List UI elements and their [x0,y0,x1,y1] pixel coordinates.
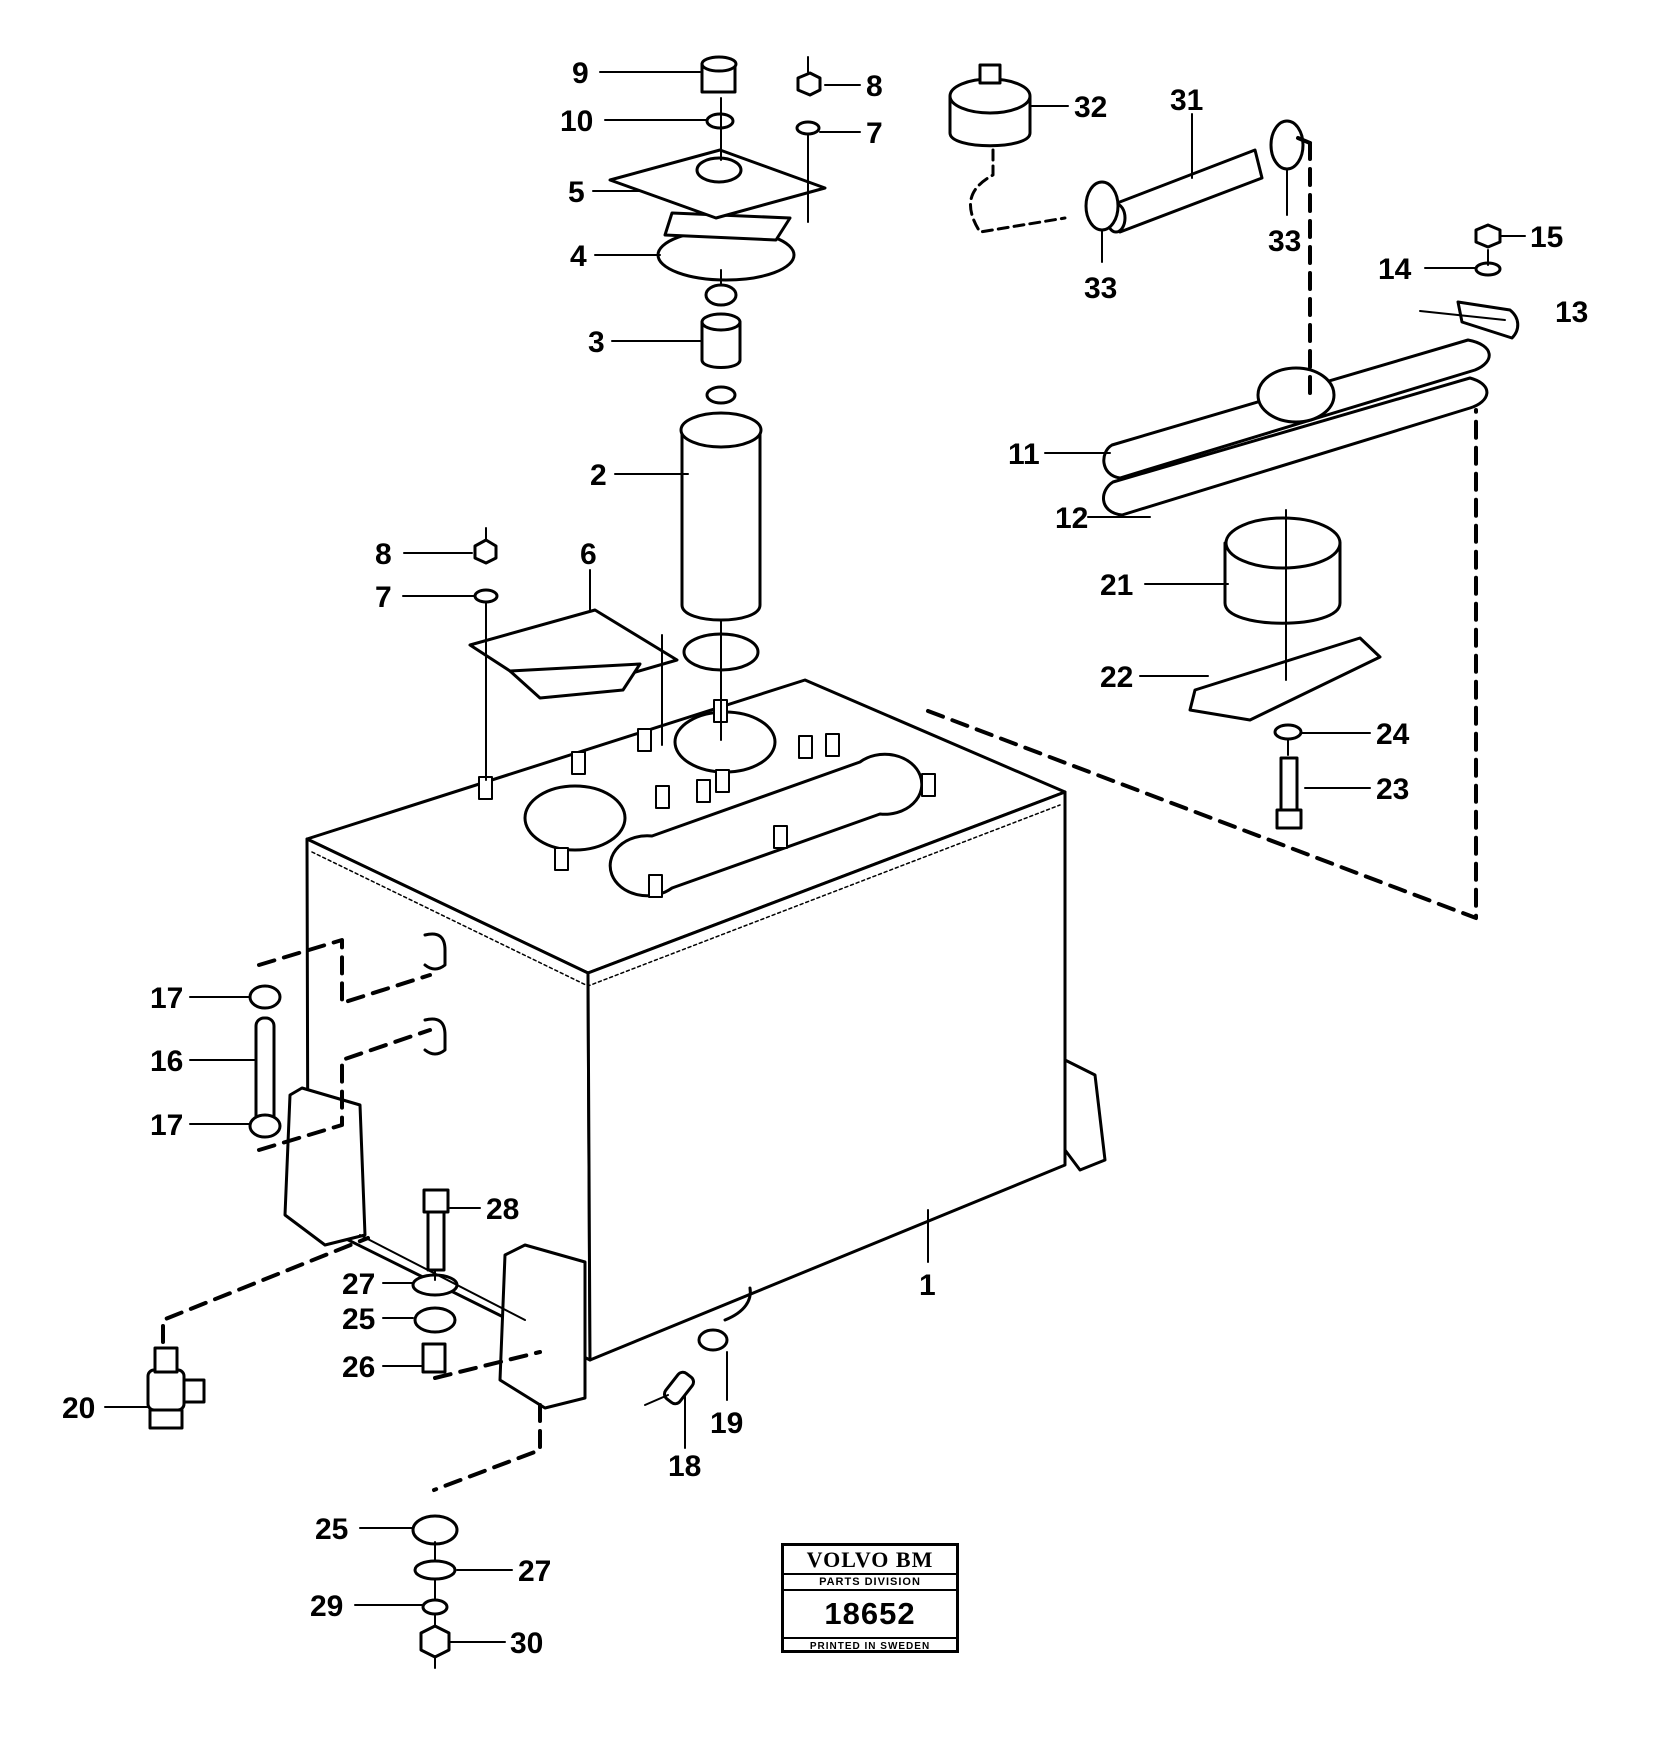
nut-top [796,71,822,97]
callout-4: 4 [570,240,587,273]
filter-cover-plate [608,148,827,242]
callout-32: 32 [1074,91,1107,124]
callout-7: 7 [375,581,392,614]
return-cover [1102,338,1491,480]
callout-3: 3 [588,326,605,359]
stamp-brand: VOLVO BM [784,1546,956,1575]
callout-12: 12 [1055,502,1088,535]
callout-27: 27 [342,1268,375,1301]
callout-23: 23 [1376,773,1409,806]
callout-18: 18 [668,1450,701,1483]
callout-19: 19 [710,1407,743,1440]
callout-22: 22 [1100,661,1133,694]
callout-5: 5 [568,176,585,209]
callout-9: 9 [572,57,589,90]
washer-top [795,120,821,136]
tank-top-opening-left [523,784,627,852]
callout-16: 16 [150,1045,183,1078]
washer-cover [473,588,499,604]
clamp-lower [248,1113,282,1139]
clamp-upper [248,984,282,1010]
callout-29: 29 [310,1590,343,1623]
lock-washer-mount [421,1598,449,1616]
stamp-division: PARTS DIVISION [784,1575,956,1591]
spacer-sleeve [700,312,742,369]
callout-2: 2 [590,459,607,492]
breather-cap [948,63,1032,148]
callout-25: 25 [342,1303,375,1336]
callout-27: 27 [518,1555,551,1588]
tank-body [283,678,1107,1410]
mount-bolt [422,1188,450,1272]
callout-11: 11 [1008,438,1040,471]
callout-33: 33 [1084,272,1117,305]
hose-clamp-left [1084,180,1120,232]
callout-8: 8 [375,538,392,571]
callout-7: 7 [866,117,883,150]
cover-gasket [1102,376,1489,517]
sleeve-mount [421,1342,447,1374]
callout-28: 28 [486,1193,519,1226]
callout-10: 10 [560,105,593,138]
parts-division-stamp: VOLVO BM PARTS DIVISION 18652 PRINTED IN… [781,1543,959,1653]
rubber-mount-upper [413,1306,457,1334]
callout-6: 6 [580,538,597,571]
callout-30: 30 [510,1627,543,1660]
callout-1: 1 [919,1269,936,1302]
breather-hose-dashed [968,148,1067,234]
drain-valve [146,1346,206,1430]
callout-20: 20 [62,1392,95,1425]
drain-pipe [723,1286,752,1322]
hose-clamp-drain [697,1328,729,1352]
washer-mount-lower [413,1559,457,1581]
callout-13: 13 [1555,296,1588,329]
leader-lines [104,71,1526,1643]
callout-24: 24 [1376,718,1410,751]
assembly-guide-lines [359,56,1489,1669]
nut-mount [419,1624,451,1659]
nut-clip [1474,223,1502,249]
callout-17: 17 [150,982,183,1015]
assembly-dashed-lines [161,136,1478,1492]
callout-26: 26 [342,1351,375,1384]
callout-14: 14 [1378,253,1412,286]
clip-bracket [1456,300,1520,340]
spring [704,283,738,307]
washer-baffle [1273,723,1303,741]
rubber-mount-lower [411,1514,459,1546]
callout-21: 21 [1100,569,1133,602]
level-gauge-tube [254,1016,276,1126]
strainer-basket [1223,516,1342,625]
nut-cover [473,538,498,565]
tank-top-slot [608,752,924,898]
callout-31: 31 [1170,84,1203,117]
callout-17: 17 [150,1109,183,1142]
stamp-number: 18652 [784,1591,956,1639]
callout-15: 15 [1530,221,1563,254]
callout-8: 8 [866,70,883,103]
inspection-cover [468,608,679,700]
breather-pipe [1105,148,1264,234]
callout-25: 25 [315,1513,348,1546]
filler-plug [700,55,738,94]
callout-33: 33 [1268,225,1301,258]
callout-labels: 9 8 10 7 5 4 3 2 8 6 7 32 31 33 33 15 14… [62,57,1588,1660]
drain-hose-stub [662,1370,696,1406]
bolt-baffle [1275,756,1303,830]
filter-element [679,385,763,672]
stamp-printed: PRINTED IN SWEDEN [809,1641,931,1652]
hose-clamp-right [1269,119,1305,171]
